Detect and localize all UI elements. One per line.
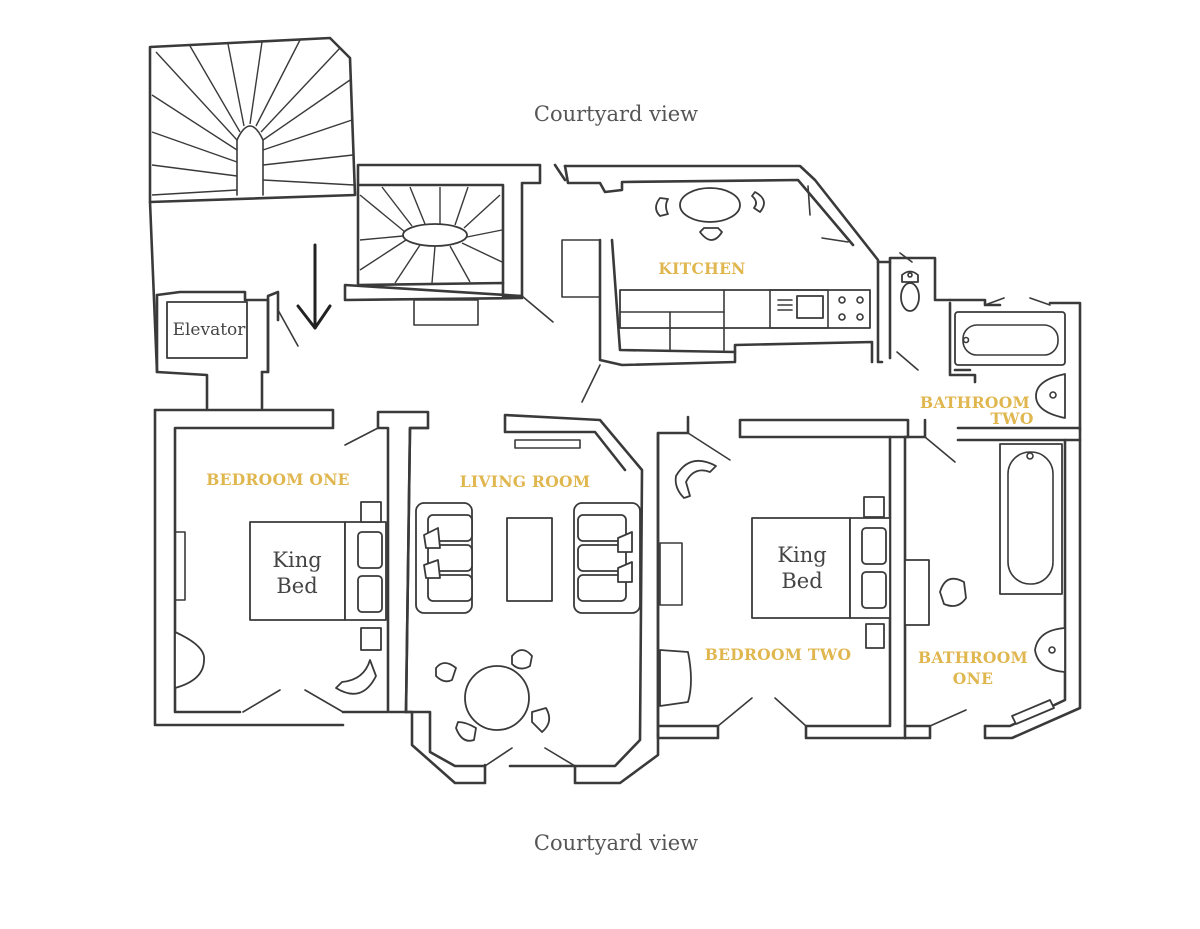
bathroom-two-label-line2: TWO — [990, 409, 1033, 428]
courtyard-view-top: Courtyard view — [534, 102, 698, 126]
main-staircase — [148, 36, 357, 204]
hallway-walls — [148, 200, 299, 410]
bedroom-one-label: BEDROOM ONE — [206, 470, 350, 489]
bedroom-two-label: BEDROOM TWO — [705, 645, 852, 664]
bathroom-one-label-line2: ONE — [953, 669, 993, 688]
entrance-arrow-icon — [296, 243, 332, 330]
living-room: LIVING ROOM — [404, 413, 660, 785]
bathroom-two: BATHROOM TWO — [920, 297, 1082, 442]
courtyard-view-bottom: Courtyard view — [534, 831, 698, 855]
bathroom-one: BATHROOM ONE — [903, 418, 1082, 740]
elevator-label: Elevator — [173, 320, 247, 340]
secondary-staircase — [343, 163, 542, 326]
bathroom-one-label-line1: BATHROOM — [918, 648, 1028, 667]
bed-one-label-line1: King — [272, 548, 321, 572]
elevator: Elevator — [155, 290, 270, 374]
bed-two-label-line2: Bed — [781, 569, 822, 593]
kitchen-label: KITCHEN — [658, 259, 745, 278]
bedroom-two: King Bed BEDROOM TWO — [656, 415, 910, 740]
toilet-nook — [876, 252, 952, 371]
bed-two-label-line1: King — [777, 543, 826, 567]
kitchen: KITCHEN — [521, 163, 884, 403]
bedroom-one: King Bed BEDROOM ONE — [153, 408, 430, 727]
bathroom-two-label-line1: BATHROOM — [920, 393, 1030, 412]
bed-one-label-line2: Bed — [276, 574, 317, 598]
living-room-label: LIVING ROOM — [460, 472, 591, 491]
